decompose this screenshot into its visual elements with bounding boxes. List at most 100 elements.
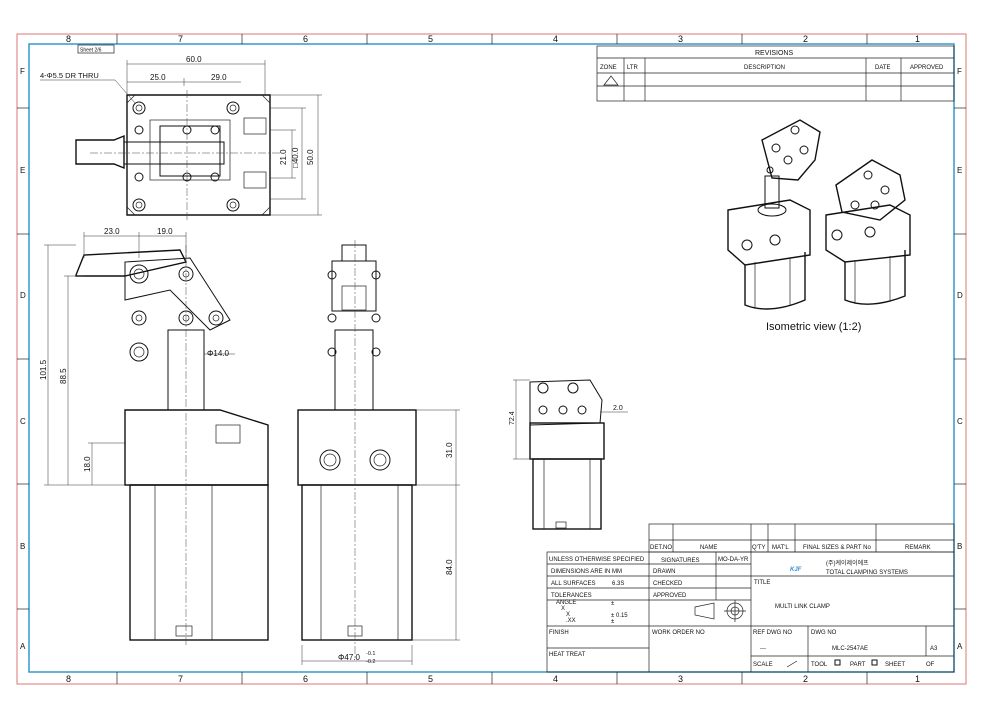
- zone-columns: 8 7 6 5 4 3 2 1 8 7 6 5 4 3 2 1: [66, 34, 920, 684]
- col-label-top: 2: [803, 34, 808, 44]
- tol-pm3: ±: [611, 619, 615, 625]
- dim-h72: 72.4: [509, 411, 516, 425]
- col-label-bottom: 7: [178, 674, 183, 684]
- outer-frame: [16, 33, 967, 685]
- revisions-table: REVISIONS ZONE LTR DESCRIPTION DATE APPR…: [596, 45, 955, 102]
- projection-cone-icon: [694, 602, 715, 620]
- col-label-top: 6: [303, 34, 308, 44]
- sheet-size: A3: [930, 646, 938, 652]
- dims-in-mm: DIMENSIONS ARE IN MM: [551, 569, 622, 575]
- dim-h101: 101.5: [39, 359, 48, 380]
- col-qty: Q'TY: [752, 545, 765, 551]
- inner-frame: [28, 43, 955, 673]
- corner-tag: Sheet 2/6: [80, 48, 102, 54]
- row-label-left: E: [20, 166, 25, 175]
- tol-angle: ANGLE: [556, 600, 576, 606]
- dim-w2: 2.0: [613, 405, 623, 412]
- top-view: [75, 90, 280, 220]
- checked-label: CHECKED: [653, 581, 683, 587]
- tol-lower: -0.2: [366, 659, 375, 665]
- side-view: [297, 240, 417, 660]
- dim-right: 29.0: [211, 73, 227, 82]
- revisions-heading: REVISIONS: [755, 50, 793, 57]
- scale-label: SCALE: [753, 662, 773, 668]
- hole-note: 4-Φ5.5 DR THRU: [40, 71, 99, 80]
- dwg-number: MLC-2547AE: [832, 646, 868, 652]
- signatures-label: SIGNATURES: [661, 558, 700, 564]
- zone-rows: F E D C B A F E D C B A: [20, 67, 963, 651]
- col-label-top: 3: [678, 34, 683, 44]
- tol-upper: -0.1: [366, 651, 375, 657]
- part-checkbox: [871, 659, 878, 666]
- row-label-right: A: [957, 642, 963, 651]
- company-korean: (주)케이제이에프: [826, 559, 869, 567]
- col-label-top: 5: [428, 34, 433, 44]
- row-label-left: F: [20, 67, 25, 76]
- heat-treat-label: HEAT TREAT: [549, 652, 586, 658]
- col-label-bottom: 3: [678, 674, 683, 684]
- small-view: [529, 379, 605, 530]
- sheet-label: SHEET: [885, 662, 905, 668]
- dwg-no-label: DWG NO: [811, 630, 837, 636]
- isometric-view-left: [727, 119, 821, 310]
- col-label-top: 4: [553, 34, 558, 44]
- work-order-label: WORK ORDER NO: [652, 630, 705, 636]
- col-label-bottom: 8: [66, 674, 71, 684]
- col-label-top: 8: [66, 34, 71, 44]
- tool-label: TOOL: [811, 662, 828, 668]
- dim-h18: 18.0: [83, 456, 92, 472]
- rev-col-approved: APPROVED: [910, 65, 944, 71]
- col-name: NAME: [700, 545, 717, 551]
- col-final-sizes: FINAL SIZES & PART No: [803, 545, 871, 551]
- top-view-dims: 60.0 25.0 29.0 4-Φ5.5 DR THRU 21.0 □40.0…: [40, 55, 322, 216]
- approved-label: APPROVED: [653, 593, 687, 599]
- tool-checkbox: [834, 659, 841, 666]
- isometric-view-right: [825, 159, 911, 305]
- col-matl: MAT'L: [772, 545, 789, 551]
- all-surfaces-label: ALL SURFACES: [551, 581, 595, 587]
- finish-label: FINISH: [549, 630, 569, 636]
- small-view-dims: 72.4 2.0: [509, 379, 628, 460]
- company-english: TOTAL CLAMPING SYSTEMS: [826, 570, 908, 576]
- revision-triangle-icon: [603, 75, 619, 86]
- row-label-right: E: [957, 166, 962, 175]
- row-label-right: B: [957, 542, 962, 551]
- dim-overall-width: 60.0: [186, 55, 202, 64]
- tol-pm2: ± 0.15: [611, 613, 628, 619]
- rev-col-description: DESCRIPTION: [744, 65, 785, 71]
- title-label: TITLE: [754, 580, 770, 586]
- tol-x2: X: [566, 612, 570, 618]
- dim-h88: 88.5: [59, 368, 68, 384]
- ref-dwg-label: REF DWG NO: [753, 630, 792, 636]
- col-remark: REMARK: [905, 545, 931, 551]
- row-label-left: A: [20, 642, 26, 651]
- col-label-top: 7: [178, 34, 183, 44]
- isometric-caption: Isometric view (1:2): [766, 321, 861, 333]
- tol-x3: .XX: [566, 618, 576, 624]
- tol-pm1: ±: [611, 601, 615, 607]
- dim-dia: Φ47.0: [338, 653, 361, 662]
- tol-x1: X: [561, 606, 565, 612]
- row-label-right: F: [957, 67, 962, 76]
- drawing-title: MULTI LINK CLAMP: [775, 604, 830, 610]
- unless-note: UNLESS OTHERWISE SPECIFIED: [549, 557, 645, 563]
- col-det-no: DET.NO: [650, 545, 672, 551]
- mo-da-yr-label: MO-DA-YR: [718, 557, 749, 563]
- col-label-top: 1: [915, 34, 920, 44]
- dim-w19: 19.0: [157, 227, 173, 236]
- col-label-bottom: 2: [803, 674, 808, 684]
- dim-h50: 50.0: [306, 149, 315, 165]
- rev-col-ltr: LTR: [627, 65, 639, 71]
- dim-w23: 23.0: [104, 227, 120, 236]
- dim-left: 25.0: [150, 73, 166, 82]
- col-label-bottom: 6: [303, 674, 308, 684]
- col-label-bottom: 5: [428, 674, 433, 684]
- col-label-bottom: 1: [915, 674, 920, 684]
- row-label-right: D: [957, 291, 963, 300]
- row-label-left: C: [20, 417, 26, 426]
- row-label-right: C: [957, 417, 963, 426]
- dim-sq40: □40.0: [291, 147, 300, 168]
- company-logo: KJF: [790, 567, 802, 573]
